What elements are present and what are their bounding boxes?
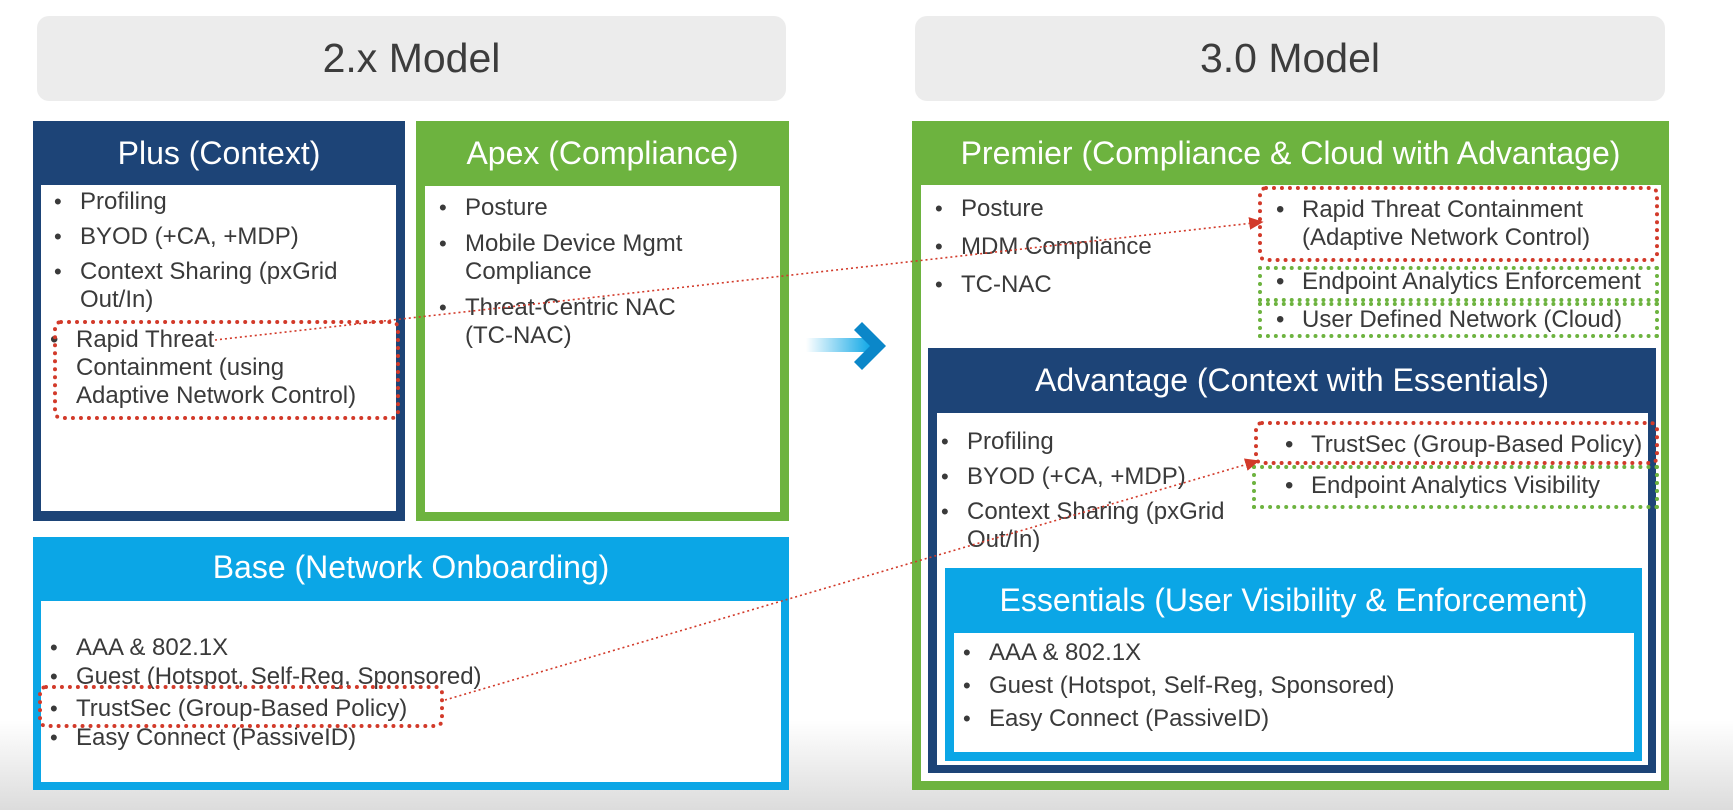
apex-tier: Apex (Compliance) Posture Mobile Device …: [416, 121, 789, 521]
advantage-new-item-label: Endpoint Analytics Visibility: [1311, 472, 1601, 499]
essentials-feature-list: AAA & 802.1X Guest (Hotspot, Self-Reg, S…: [961, 639, 1395, 733]
list-item: BYOD (+CA, +MDP): [52, 223, 337, 251]
advantage-trustsec-label: TrustSec (Group-Based Policy): [1311, 431, 1643, 458]
advantage-trustsec-highlight: [1254, 421, 1659, 465]
list-item: Mobile Device Mgmt: [437, 230, 682, 258]
list-item: Profiling: [939, 428, 1224, 456]
list-item: Easy Connect (PassiveID): [961, 705, 1395, 733]
base-title: Base (Network Onboarding): [212, 549, 610, 585]
premier-rtc-highlight: [1258, 186, 1659, 262]
list-item: Threat-Centric NAC: [437, 294, 682, 322]
list-item: Context Sharing (pxGrid: [939, 498, 1224, 526]
header-3-label: 3.0 Model: [1199, 35, 1381, 81]
list-item: Profiling: [52, 188, 337, 216]
premier-rtc-line-2: (Adaptive Network Control): [1302, 224, 1591, 251]
plus-rtc-line-2: Containment (using: [76, 354, 285, 381]
premier-rtc-line-1: Rapid Threat Containment: [1302, 196, 1584, 223]
premier-new-item-2-label: User Defined Network (Cloud): [1302, 306, 1623, 333]
premier-rtc-item: •Rapid Threat Containment (Adaptive Netw…: [1276, 196, 1591, 251]
advantage-trustsec-item: •TrustSec (Group-Based Policy): [1285, 431, 1643, 458]
plus-body: Profiling BYOD (+CA, +MDP) Context Shari…: [41, 185, 396, 511]
list-item: Easy Connect (PassiveID): [48, 723, 482, 752]
apex-title: Apex (Compliance): [466, 135, 739, 171]
transition-arrow: [806, 316, 896, 376]
base-trustsec-highlight: [38, 685, 444, 728]
list-item: Context Sharing (pxGrid: [52, 258, 337, 286]
apex-body: Posture Mobile Device Mgmt Compliance Th…: [425, 186, 780, 512]
advantage-new-item: •Endpoint Analytics Visibility: [1285, 472, 1601, 499]
plus-rtc-line-3: Adaptive Network Control): [76, 382, 357, 409]
list-item-continued: Out/In): [967, 526, 1041, 553]
premier-new-item-2: •User Defined Network (Cloud): [1276, 306, 1623, 333]
advantage-new-item-highlight: [1252, 465, 1659, 509]
premier-new-item-1-label: Endpoint Analytics Enforcement: [1302, 268, 1641, 295]
apex-feature-list: Posture Mobile Device Mgmt Compliance Th…: [437, 194, 682, 350]
list-item-continued: Compliance: [465, 258, 592, 285]
plus-rtc-item: •Rapid Threat Containment (using Adaptiv…: [50, 326, 357, 409]
header-2x-label: 2.x Model: [322, 35, 501, 81]
plus-rtc-line-1: Rapid Threat: [76, 326, 215, 353]
list-item: MDM Compliance: [933, 233, 1152, 261]
list-item: Posture: [933, 195, 1152, 223]
advantage-feature-list: Profiling BYOD (+CA, +MDP) Context Shari…: [939, 428, 1224, 554]
premier-new-item-2-highlight: [1258, 302, 1659, 338]
premier-title: Premier (Compliance & Cloud with Advanta…: [960, 135, 1621, 171]
list-item: TrustSec (Group-Based Policy): [48, 694, 482, 723]
premier-feature-list: Posture MDM Compliance TC-NAC: [933, 195, 1152, 299]
header-3-model: 3.0 Model: [915, 16, 1665, 101]
list-item-continued: (TC-NAC): [465, 322, 572, 349]
plus-rtc-highlight: [53, 320, 400, 420]
list-item: AAA & 802.1X: [961, 639, 1395, 667]
essentials-title: Essentials (User Visibility & Enforcemen…: [999, 582, 1588, 618]
plus-title: Plus (Context): [117, 135, 321, 171]
list-item-continued: Out/In): [80, 286, 154, 313]
list-item: BYOD (+CA, +MDP): [939, 463, 1224, 491]
plus-feature-list: Profiling BYOD (+CA, +MDP) Context Shari…: [52, 188, 337, 314]
list-item: AAA & 802.1X: [48, 633, 482, 662]
header-2x-model: 2.x Model: [37, 16, 786, 101]
list-item: TC-NAC: [933, 271, 1152, 299]
premier-new-item-1: •Endpoint Analytics Enforcement: [1276, 268, 1641, 295]
list-item: Guest (Hotspot, Self-Reg, Sponsored): [961, 672, 1395, 700]
advantage-title: Advantage (Context with Essentials): [1034, 362, 1550, 398]
chevron-right-icon: [806, 322, 886, 370]
list-item: Posture: [437, 194, 682, 222]
premier-new-item-1-highlight: [1258, 266, 1659, 302]
